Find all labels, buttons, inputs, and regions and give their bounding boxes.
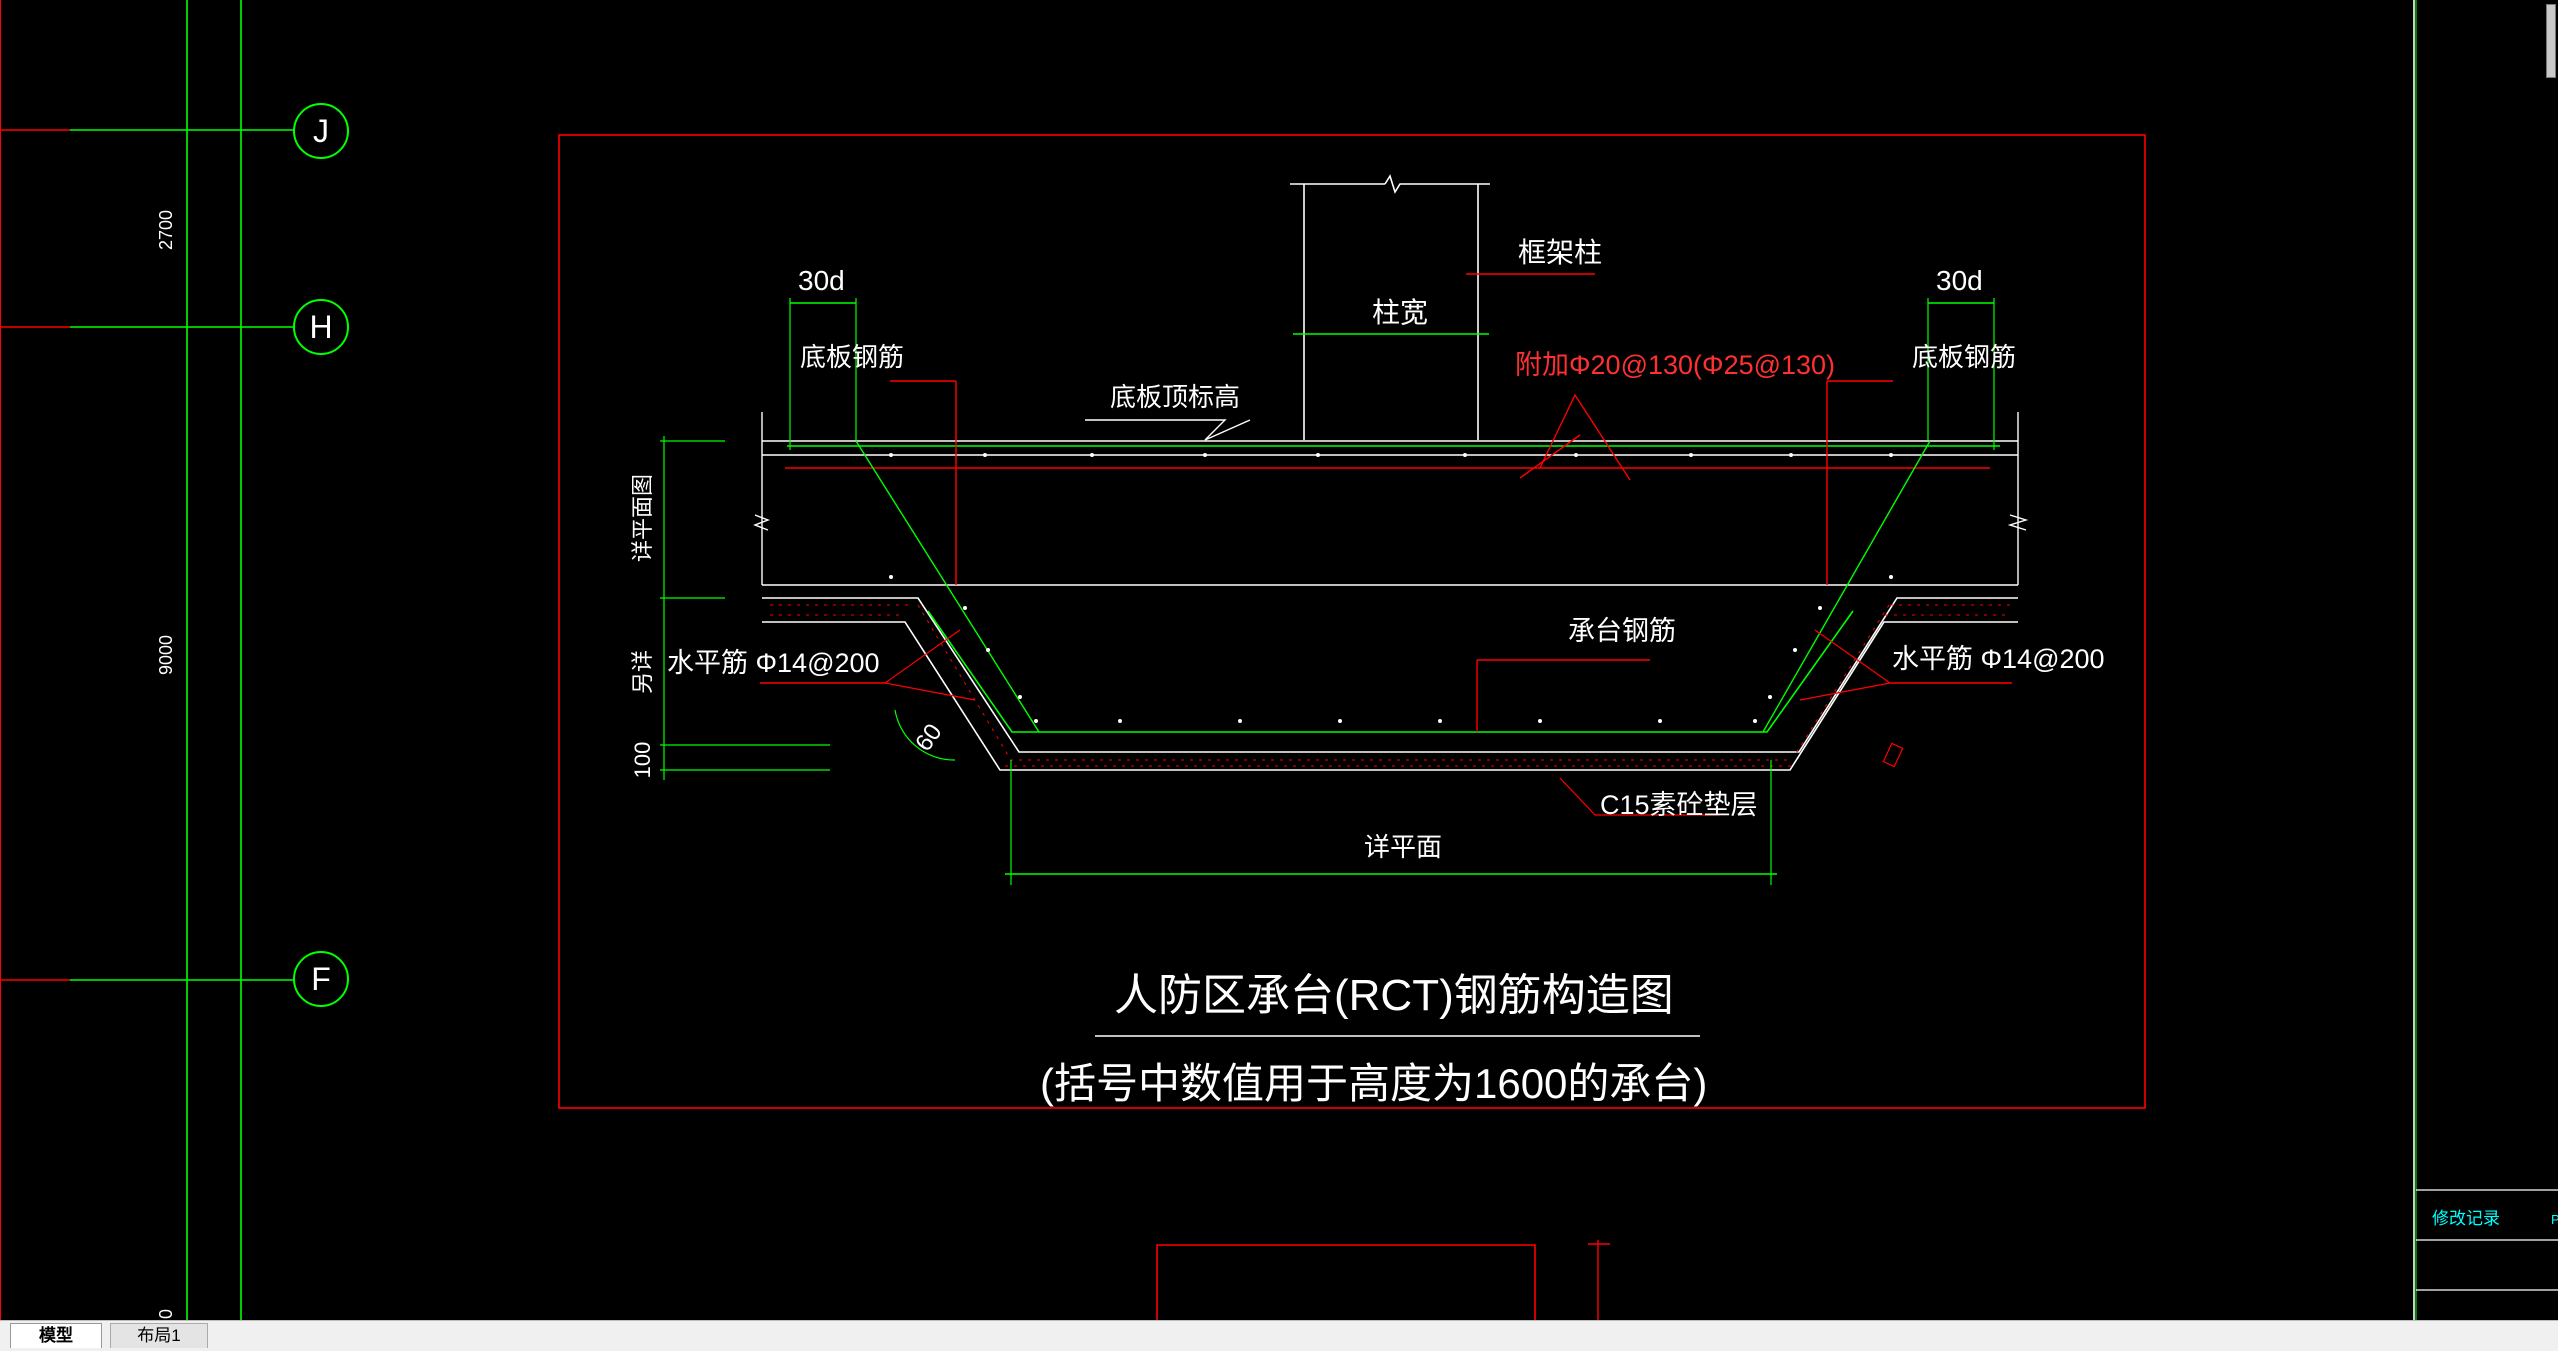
label-frame-column: 框架柱 <box>1518 237 1602 268</box>
label-bottom-bar-left: 底板钢筋 <box>800 342 904 372</box>
label-slab-top-elevation: 底板顶标高 <box>1110 382 1240 412</box>
dimensions <box>660 298 1995 885</box>
dim-9000: 9000 <box>156 635 176 675</box>
label-additional-bar: 附加Φ20@130(Φ25@130) <box>1515 350 1835 380</box>
drawing-labels: 30d 30d 底板钢筋 底板钢筋 底板顶标高 附加Φ20@130(Φ25@13… <box>630 265 2105 1107</box>
dim-bottom: 0 <box>156 1309 176 1319</box>
label-angle-60: 60 <box>910 719 947 756</box>
label-bottom-bar-right: 底板钢筋 <box>1912 342 2016 372</box>
label-horizontal-bar-right: 水平筋 Φ14@200 <box>1892 644 2105 674</box>
drawing-svg: J H F 2700 9000 0 框架柱 柱宽 <box>0 0 2558 1320</box>
label-cap-bar: 承台钢筋 <box>1568 616 1676 646</box>
cad-drawing-canvas[interactable]: J H F 2700 9000 0 框架柱 柱宽 <box>0 0 2558 1320</box>
axis-grid: J H F 2700 9000 0 <box>0 0 349 1320</box>
revision-record-label: 修改记录 <box>2432 1209 2500 1228</box>
label-dim-100: 100 <box>630 742 655 779</box>
axis-label-j: J <box>313 113 329 149</box>
label-30d-left: 30d <box>798 265 845 296</box>
title-block: 修改记录 P <box>2413 0 2558 1320</box>
tab-layout1[interactable]: 布局1 <box>110 1323 208 1348</box>
lower-detail-partial <box>1156 1240 1610 1320</box>
tab-model[interactable]: 模型 <box>10 1323 102 1348</box>
label-see-plan-vertical: 详平面图 <box>630 474 655 562</box>
slab <box>753 412 2029 586</box>
axis-label-h: H <box>309 309 332 345</box>
label-column-width: 柱宽 <box>1372 297 1428 328</box>
label-c15-cushion: C15素砼垫层 <box>1600 790 1758 820</box>
axis-bubble-h: H <box>293 299 349 355</box>
axis-bubble-f: F <box>293 951 349 1007</box>
axis-label-f: F <box>311 961 331 997</box>
label-horizontal-bar-left: 水平筋 Φ14@200 <box>667 648 880 678</box>
dim-2700: 2700 <box>156 210 176 250</box>
label-see-plan-horizontal: 详平面 <box>1364 832 1442 862</box>
label-see-other: 另详 <box>630 650 655 694</box>
detail-frame <box>558 134 2146 1109</box>
axis-bubble-j: J <box>293 103 349 159</box>
revision-extra: P <box>2551 1212 2558 1227</box>
layout-tab-bar: 模型 布局1 <box>0 1320 2558 1351</box>
frame-column: 框架柱 柱宽 <box>1290 174 1602 440</box>
detail-title: 人防区承台(RCT)钢筋构造图 <box>1114 971 1674 1020</box>
detail-subtitle: (括号中数值用于高度为1600的承台) <box>1040 1060 1707 1107</box>
label-30d-right: 30d <box>1936 265 1983 296</box>
vertical-scrollbar-thumb[interactable] <box>2546 4 2556 78</box>
cap-pit <box>760 380 2018 816</box>
